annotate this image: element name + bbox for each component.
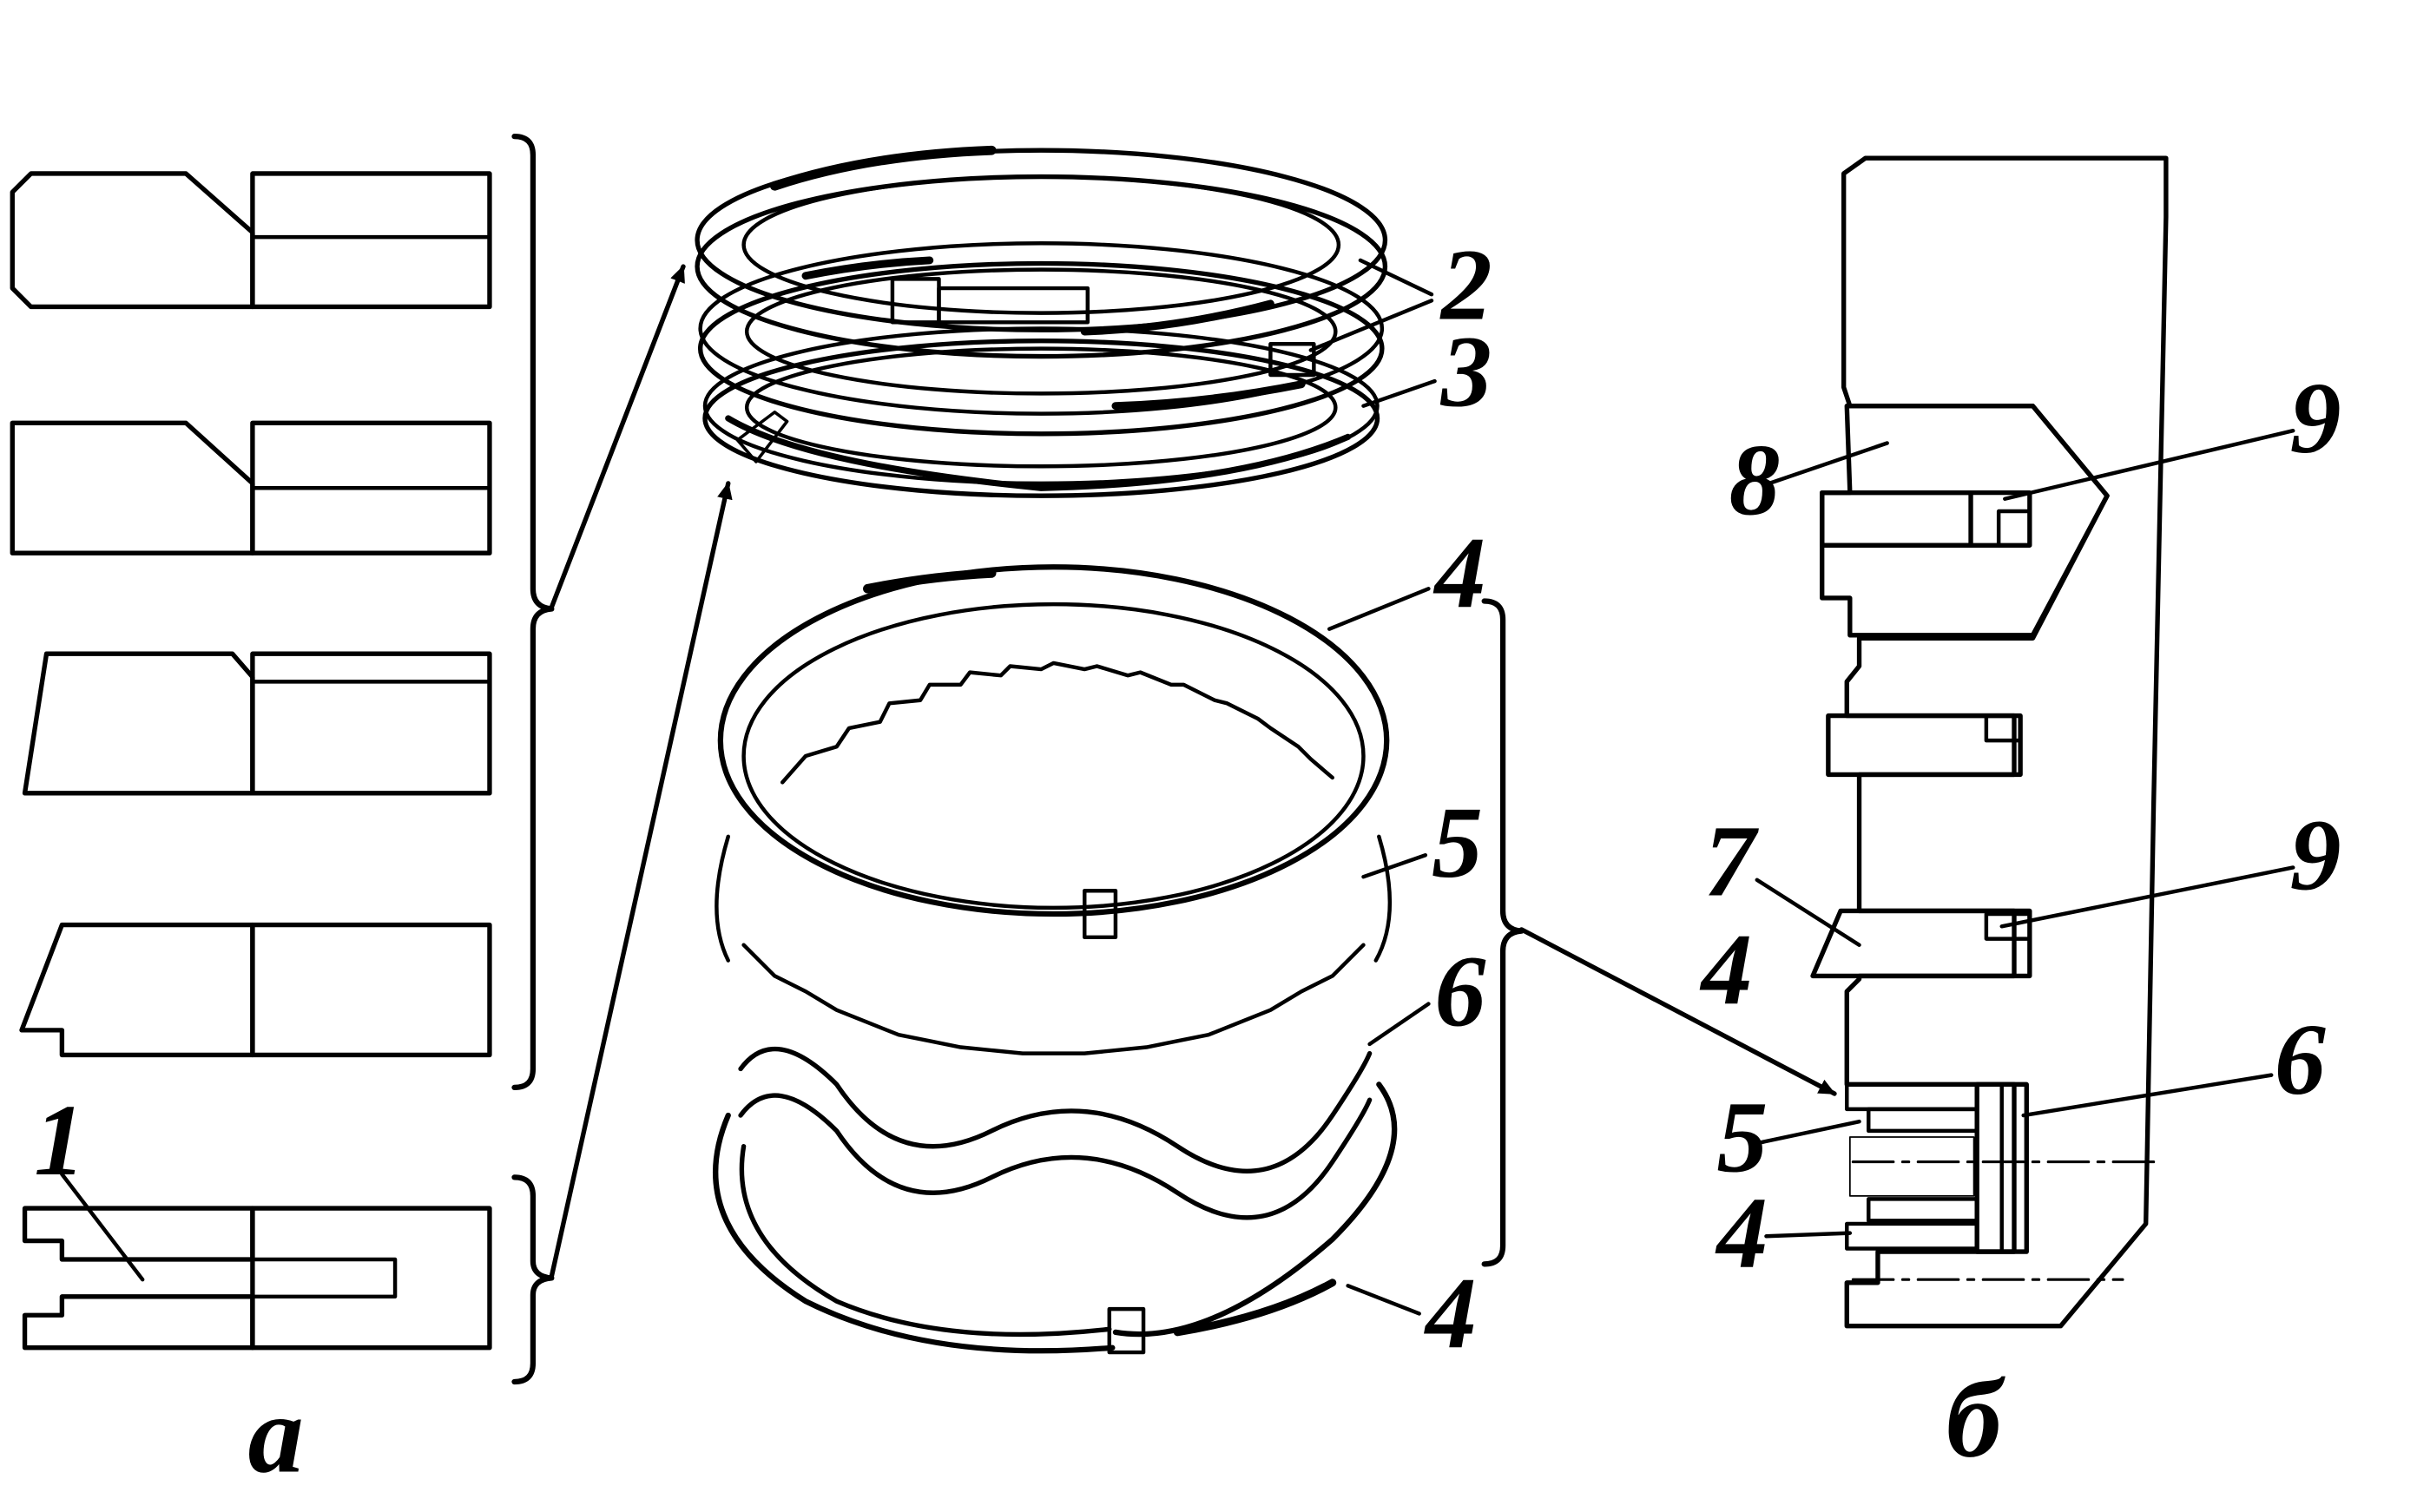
piston-section — [1810, 155, 2169, 1329]
ring-8 — [1820, 404, 2110, 638]
brace-oil — [511, 1174, 555, 1385]
expander-teeth-lower — [741, 943, 1366, 1055]
arrow-compression — [549, 264, 686, 610]
leaders-right — [1755, 429, 2295, 1239]
profile-hatch — [10, 171, 255, 310]
brace-oil-set — [1481, 598, 1525, 1267]
section-profile-3 — [22, 651, 492, 796]
label-8: 8 — [1729, 424, 1781, 537]
wavy-spacer — [738, 1047, 1373, 1173]
arrow-oil-set — [1518, 927, 1837, 1096]
compression-rings-set — [695, 145, 1388, 498]
label-7: 7 — [1704, 805, 1759, 918]
label-4-top: 4 — [1433, 517, 1486, 630]
section-profile-5-oil-ring — [22, 1172, 492, 1351]
expander-5 — [1867, 1107, 1979, 1134]
profile-hatch — [10, 420, 255, 555]
ring-7 — [1810, 908, 2032, 979]
label-5-piston: 5 — [1716, 1081, 1768, 1193]
label-5-center: 5 — [1432, 786, 1483, 899]
leaders-center — [1308, 258, 1437, 1316]
profile-hatch — [22, 651, 255, 796]
subfigure-b-label: б — [1946, 1358, 2005, 1481]
label-6-center: 6 — [1435, 936, 1486, 1049]
section-profile-1 — [10, 171, 492, 310]
rail-4-upper — [1845, 1082, 1979, 1112]
label-6-piston: 6 — [2275, 1003, 2326, 1116]
label-1: 1 — [34, 1084, 85, 1197]
brace-compression — [511, 134, 555, 1091]
label-3: 3 — [1440, 316, 1492, 429]
expander-teeth-upper — [780, 661, 1335, 785]
rail-4-lower — [1845, 1221, 1979, 1251]
section-profile-4 — [19, 922, 492, 1058]
section-profile-2 — [10, 420, 492, 555]
subfigure-a-label: а — [248, 1372, 304, 1496]
label-4-bottom: 4 — [1424, 1258, 1477, 1371]
oil-ring-set — [713, 564, 1398, 1355]
profile-hatch-lower — [22, 1294, 255, 1351]
ring-second — [1826, 713, 2023, 778]
label-4-piston-upper: 4 — [1700, 914, 1753, 1027]
label-9-top: 9 — [2290, 362, 2341, 475]
arrow-oil — [549, 481, 733, 1279]
profile-hatch — [19, 922, 255, 1058]
label-2: 2 — [1439, 229, 1492, 342]
label-9-bottom: 9 — [2290, 799, 2341, 911]
label-4-piston-lower: 4 — [1715, 1177, 1768, 1290]
profile-hatch-upper — [22, 1206, 255, 1262]
